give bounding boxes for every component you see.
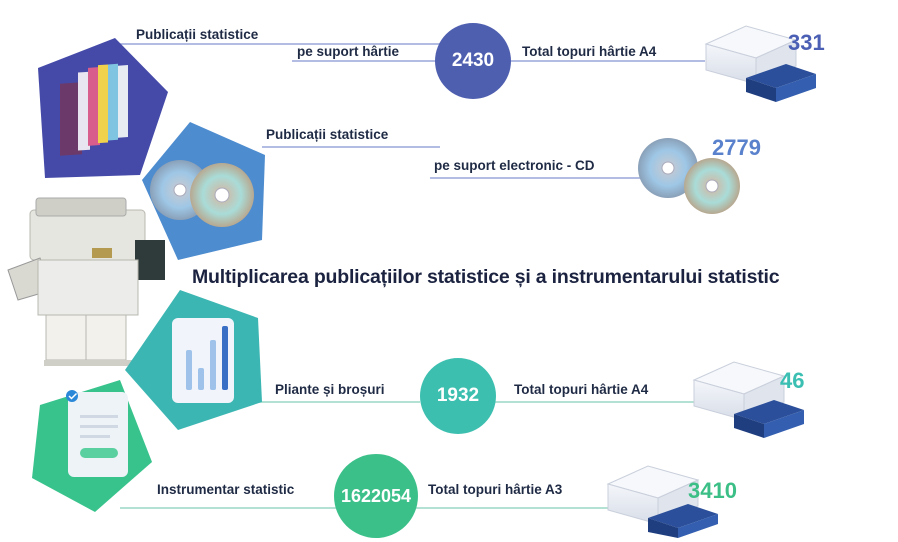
document-check-icon [66,390,128,477]
row3-paper-value: 46 [780,368,805,393]
pentagon-books [38,38,168,178]
row3-circle-value: 1932 [436,385,480,406]
cd-discs-icon [150,160,254,227]
row1-medium-label: pe suport hârtie [297,44,400,59]
circle-value-4 [334,454,418,538]
diagram-title: Multiplicarea publicațiilor statistice ș… [192,266,780,288]
row2-category-label: Publicații statistice [266,127,389,142]
row4-category-label: Instrumentar statistic [157,482,295,497]
paper-ream-box-icon [692,361,804,438]
circle-value-1 [435,23,511,99]
books-icon [60,63,128,156]
row3-category-label: Pliante și broșuri [275,382,385,397]
pentagon-document [32,380,152,512]
row4-paper-value: 3410 [688,478,737,503]
paper-ream-box-icon [606,465,718,538]
pentagon-cds [142,122,265,260]
bar-chart-icon [172,318,234,403]
row1-paper-value: 331 [788,30,825,55]
row4-circle-value: 1622054 [340,485,412,506]
cd-discs-icon [638,138,740,214]
row3-paper-label: Total topuri hârtie A4 [514,382,649,397]
row1-circle-value: 2430 [451,50,495,71]
row2-medium-label: pe suport electronic - CD [434,158,595,173]
pentagon-chart [125,290,262,430]
row1-paper-label: Total topuri hârtie A4 [522,44,657,59]
circle-value-3 [420,358,496,434]
printer-duplicator-icon [7,197,165,366]
paper-ream-box-icon [704,25,816,102]
row4-paper-label: Total topuri hârtie A3 [428,482,563,497]
row1-category-label: Publicații statistice [136,27,259,42]
row2-cd-value: 2779 [712,135,761,160]
